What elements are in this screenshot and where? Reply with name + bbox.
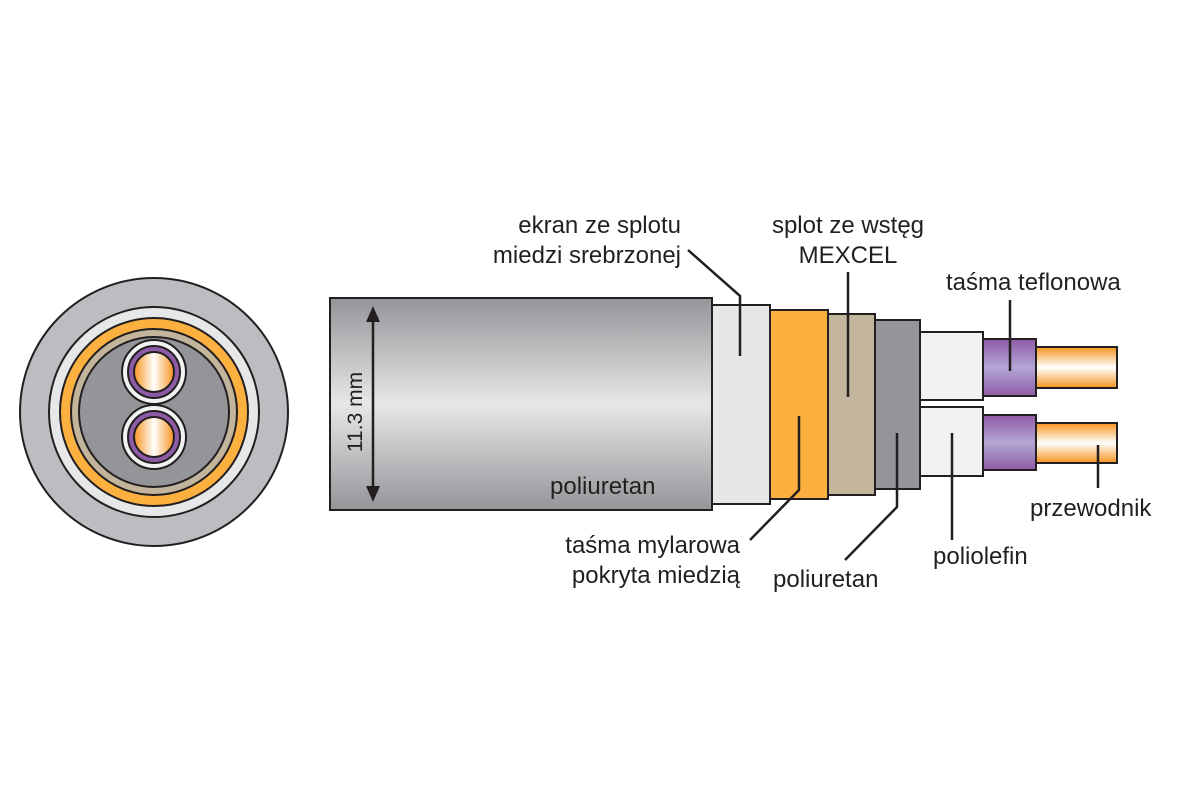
- mylar-label-1: taśma mylarowa: [565, 532, 740, 559]
- mexcel-label-1: splot ze wstęg: [772, 212, 924, 239]
- teflon-label: taśma teflonowa: [946, 269, 1121, 296]
- conductor-bottom: [121, 404, 187, 470]
- diameter-label: 11.3 mm: [344, 372, 367, 452]
- shield-label-1: ekran ze splotu: [518, 212, 681, 239]
- conductor-label: przewodnik: [1030, 495, 1152, 522]
- cross-section: [19, 277, 289, 547]
- shield-label-2: miedzi srebrzonej: [493, 242, 681, 269]
- polyolefin-top: [919, 331, 984, 401]
- conductor-top: [121, 339, 187, 405]
- copper-top: [1035, 346, 1118, 389]
- diameter-arrow: 11.3 mm: [344, 306, 380, 502]
- mexcel-layer: [827, 313, 876, 496]
- side-view: [329, 297, 1118, 511]
- outer-jacket-label: poliuretan: [550, 473, 655, 500]
- mylar-label-2: pokryta miedzią: [572, 562, 741, 589]
- inner-jacket-label: poliuretan: [773, 566, 878, 593]
- polyolefin-label: poliolefin: [933, 543, 1028, 570]
- mexcel-label-2: MEXCEL: [799, 242, 898, 269]
- copper-bottom: [1035, 422, 1118, 464]
- teflon-bottom: [982, 414, 1037, 471]
